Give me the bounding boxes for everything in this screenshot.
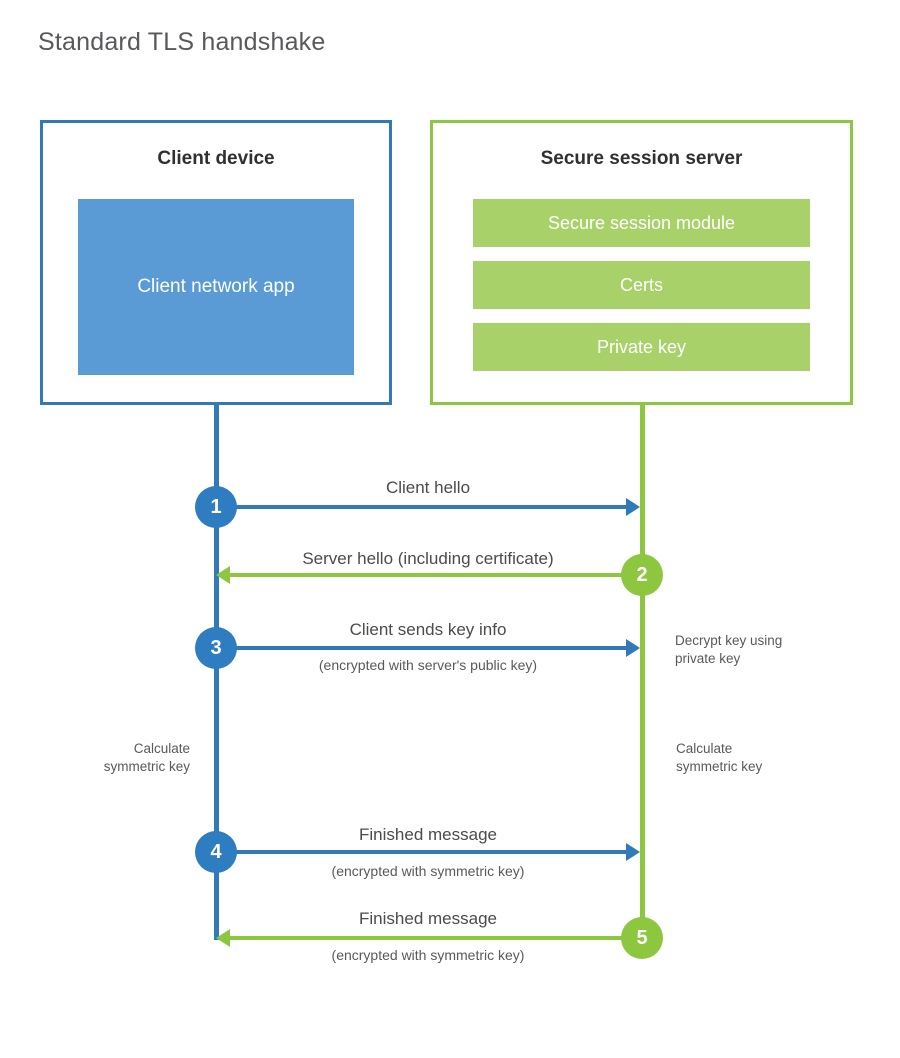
server-module-secure-session: Secure session module: [473, 199, 810, 247]
step-4-arrowhead-icon: [626, 843, 640, 861]
step-5-arrowhead-icon: [216, 929, 230, 947]
client-calculate-note-line-2: symmetric key: [103, 759, 190, 775]
client-device-title: Client device: [157, 148, 275, 169]
step-4-sublabel: (encrypted with symmetric key): [331, 863, 525, 879]
step-4-marker: 4: [195, 831, 237, 873]
step-3-arrowhead-icon: [626, 639, 640, 657]
server-module-certs: Certs: [473, 261, 810, 309]
client-lifeline: [214, 403, 219, 940]
step-5-label: Finished message: [359, 909, 497, 928]
secure-session-server-title: Secure session server: [540, 148, 743, 169]
server-decrypt-note: Decrypt key using private key: [675, 632, 865, 668]
step-2-arrow-line: [230, 573, 642, 577]
client-network-app-block: Client network app: [78, 199, 354, 375]
step-3-arrow-line: [216, 646, 626, 650]
step-5-sublabel: (encrypted with symmetric key): [331, 947, 525, 963]
server-module-list: Secure session module Certs Private key: [473, 199, 810, 371]
step-3-sublabel: (encrypted with server's public key): [318, 657, 538, 673]
step-5-arrow-line: [230, 936, 642, 940]
step-3-label: Client sends key info: [349, 620, 507, 639]
step-1-arrow-line: [216, 505, 626, 509]
step-2-arrowhead-icon: [216, 566, 230, 584]
step-4-label: Finished message: [359, 825, 497, 844]
step-2-marker: 2: [621, 554, 663, 596]
client-calculate-note-line-1: Calculate: [133, 741, 190, 756]
server-calculate-note-line-1: Calculate: [676, 741, 733, 756]
step-4-arrow-line: [216, 850, 626, 854]
page-title: Standard TLS handshake: [38, 28, 326, 56]
secure-session-server-box: Secure session server Secure session mod…: [430, 120, 853, 405]
step-1-arrowhead-icon: [626, 498, 640, 516]
server-calculate-note-line-2: symmetric key: [676, 759, 763, 775]
server-decrypt-note-line-2: private key: [675, 651, 741, 667]
step-1-marker: 1: [195, 486, 237, 528]
server-lifeline: [640, 403, 645, 940]
step-5-marker: 5: [621, 917, 663, 959]
client-device-box: Client device Client network app: [40, 120, 392, 405]
step-3-marker: 3: [195, 627, 237, 669]
server-module-private-key: Private key: [473, 323, 810, 371]
client-calculate-symmetric-key-note: Calculate symmetric key: [24, 740, 190, 776]
server-decrypt-note-line-1: Decrypt key using: [675, 633, 783, 648]
step-2-label: Server hello (including certificate): [302, 549, 554, 568]
step-1-label: Client hello: [385, 478, 471, 497]
server-calculate-symmetric-key-note: Calculate symmetric key: [676, 740, 866, 776]
